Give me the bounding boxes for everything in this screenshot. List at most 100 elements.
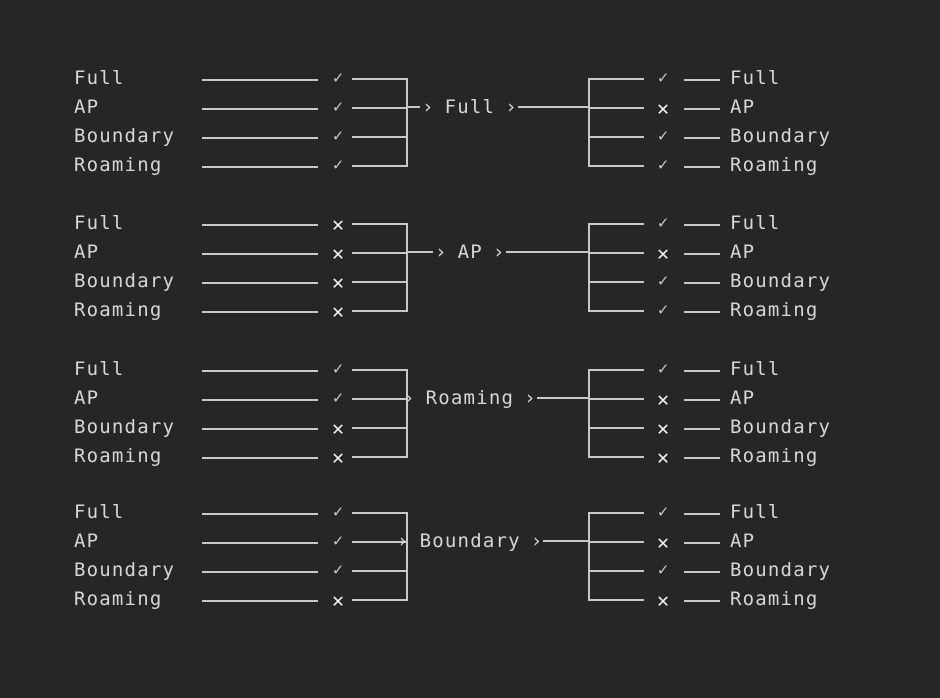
- transition-label[interactable]: ›Roaming›: [403, 385, 537, 411]
- connector-dash: [684, 398, 720, 401]
- precondition-state-label: Full: [74, 212, 125, 234]
- connector-dash: [202, 369, 318, 372]
- precondition-row: Boundary ✕: [74, 267, 349, 296]
- chevron-right-icon: ›: [397, 529, 410, 552]
- cross-icon: ✕: [331, 240, 345, 265]
- connector-dash: [684, 165, 720, 168]
- connector-dash: [202, 281, 318, 284]
- postcondition-state-label: Full: [730, 67, 781, 89]
- cross-icon: ✕: [331, 211, 345, 236]
- transition-name: Full: [444, 95, 496, 118]
- precondition-state-label: Boundary: [74, 270, 176, 292]
- bracket-stub: [588, 223, 644, 225]
- bracket-stub: [588, 599, 644, 601]
- bracket-stub: [588, 398, 644, 400]
- precondition-state-label: AP: [74, 96, 100, 118]
- postcondition-row: ✕AP: [652, 384, 940, 413]
- connector-dash: [202, 398, 318, 401]
- connector-dash: [202, 427, 318, 430]
- check-icon: ✓: [657, 502, 669, 522]
- bracket-spine: [588, 78, 590, 166]
- precondition-state-label: Full: [74, 501, 125, 523]
- bracket-stub: [588, 78, 644, 80]
- postcondition-bracket: [588, 64, 644, 167]
- bracket-stub: [352, 78, 408, 80]
- bracket-stub: [352, 427, 408, 429]
- bracket-stub: [352, 456, 408, 458]
- precondition-row: AP✕: [74, 238, 349, 267]
- postcondition-state-label: AP: [730, 241, 756, 263]
- connector-dash: [202, 599, 318, 602]
- transition-label[interactable]: ›Full›: [422, 94, 518, 120]
- chevron-right-icon: ›: [530, 529, 544, 552]
- precondition-row: Full✓: [74, 498, 349, 527]
- transition-label[interactable]: ›AP›: [435, 239, 506, 265]
- connector-dash: [684, 78, 720, 81]
- transition-name: Roaming: [425, 386, 515, 409]
- bracket-stub: [352, 541, 408, 543]
- postcondition-row: ✕AP: [652, 527, 940, 556]
- bracket-spine: [406, 78, 408, 166]
- precondition-list: Full✓AP✓Boundary✓Roaming✕: [74, 498, 349, 618]
- connector-dash: [684, 310, 720, 313]
- postcondition-bracket: [588, 209, 644, 312]
- connector-dash: [202, 165, 318, 168]
- postcondition-row: ✓Full: [652, 64, 940, 93]
- postcondition-row: ✓Roaming: [652, 296, 940, 325]
- precondition-row: AP✓: [74, 527, 349, 556]
- cross-icon: ✕: [331, 269, 345, 294]
- incoming-arrow-line: [406, 251, 433, 253]
- precondition-row: Boundary✕: [74, 413, 349, 442]
- postcondition-row: ✓Boundary: [652, 122, 940, 151]
- bracket-stub: [352, 398, 408, 400]
- bracket-stub: [588, 165, 644, 167]
- postcondition-state-label: Full: [730, 358, 781, 380]
- connector-dash: [684, 107, 720, 110]
- check-icon: ✓: [332, 388, 344, 408]
- transition-label[interactable]: ›Boundary›: [397, 528, 543, 554]
- incoming-arrow-line: [406, 106, 420, 108]
- bracket-stub: [588, 456, 644, 458]
- precondition-row: Roaming✕: [74, 442, 349, 471]
- postcondition-row: ✕AP: [652, 93, 940, 122]
- postcondition-state-label: Boundary: [730, 559, 832, 581]
- bracket-spine: [588, 369, 590, 457]
- precondition-row: Boundary✓: [74, 122, 349, 151]
- postcondition-state-label: AP: [730, 387, 756, 409]
- cross-icon: ✕: [656, 529, 670, 554]
- connector-dash: [202, 570, 318, 573]
- check-icon: ✓: [332, 126, 344, 146]
- bracket-stub: [588, 281, 644, 283]
- chevron-right-icon: ›: [524, 386, 537, 409]
- check-icon: ✓: [657, 213, 669, 233]
- precondition-row: AP✓: [74, 93, 349, 122]
- precondition-state-label: AP: [74, 387, 100, 409]
- connector-dash: [202, 223, 318, 226]
- precondition-list: Full✓AP✓Boundary✓Roaming✓: [74, 64, 349, 184]
- precondition-row: Roaming✓: [74, 151, 349, 180]
- cross-icon: ✕: [656, 444, 670, 469]
- connector-dash: [684, 570, 720, 573]
- connector-dash: [684, 223, 720, 226]
- postcondition-row: ✓Full: [652, 355, 940, 384]
- precondition-bracket: [352, 209, 408, 312]
- connector-dash: [202, 136, 318, 139]
- bracket-stub: [588, 107, 644, 109]
- precondition-state-label: Full: [74, 358, 125, 380]
- precondition-row: Full✓: [74, 64, 349, 93]
- precondition-row: Roaming✕: [74, 585, 349, 614]
- precondition-row: Full ✕: [74, 209, 349, 238]
- check-icon: ✓: [332, 531, 344, 551]
- cross-icon: ✕: [656, 415, 670, 440]
- outgoing-arrow-line: [536, 397, 590, 399]
- connector-dash: [202, 541, 318, 544]
- bracket-stub: [352, 165, 408, 167]
- precondition-row: AP ✓: [74, 384, 349, 413]
- cross-icon: ✕: [656, 240, 670, 265]
- precondition-row: Full✓: [74, 355, 349, 384]
- bracket-stub: [588, 136, 644, 138]
- chevron-right-icon: ›: [492, 240, 506, 263]
- precondition-state-label: Full: [74, 67, 125, 89]
- connector-dash: [202, 456, 318, 459]
- bracket-stub: [352, 252, 408, 254]
